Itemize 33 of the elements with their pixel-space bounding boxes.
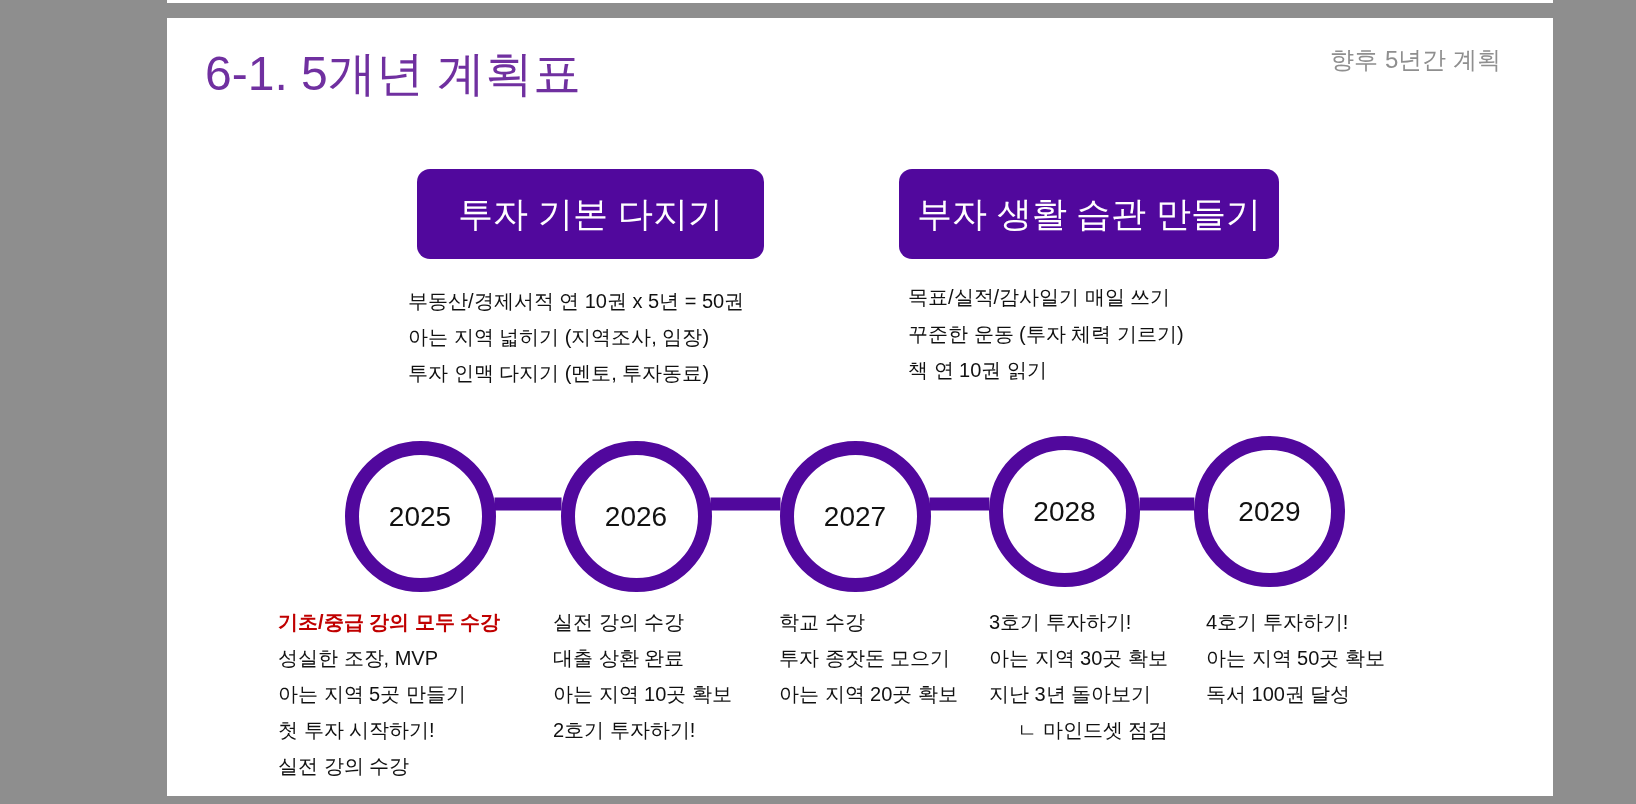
milestone-item: 아는 지역 5곳 만들기 — [278, 682, 466, 706]
connector-line — [929, 497, 990, 511]
milestone-item: 아는 지역 50곳 확보 — [1206, 646, 1385, 670]
goal-item: 부동산/경제서적 연 10권 x 5년 = 50권 — [408, 289, 745, 313]
goal-item: 목표/실적/감사일기 매일 쓰기 — [908, 285, 1171, 309]
milestone-item: 3호기 투자하기! — [989, 610, 1132, 634]
milestone-item: 대출 상환 완료 — [553, 646, 685, 670]
milestone-item: 4호기 투자하기! — [1206, 610, 1349, 634]
milestone-item: 투자 종잣돈 모으기 — [779, 646, 951, 670]
milestone-item: 실전 강의 수강 — [553, 610, 685, 634]
goal-item: 투자 인맥 다지기 (멘토, 투자동료) — [408, 361, 710, 385]
theme-banner: 투자 기본 다지기 — [417, 169, 764, 259]
goal-item: 책 연 10권 읽기 — [908, 358, 1047, 382]
milestone-item: 성실한 조장, MVP — [278, 646, 438, 670]
milestone-item: 독서 100권 달성 — [1206, 682, 1351, 706]
connector-line — [710, 497, 781, 511]
milestone-item: 기초/중급 강의 모두 수강 — [278, 610, 501, 634]
milestone-item: 학교 수강 — [779, 610, 865, 634]
goal-item: 꾸준한 운동 (투자 체력 기르기) — [908, 321, 1184, 346]
milestone-item: 지난 3년 돌아보기 — [989, 682, 1152, 706]
milestone-item: 첫 투자 시작하기! — [278, 718, 435, 742]
connector-line — [1139, 497, 1195, 511]
slide-title: 6-1. 5개년 계획표 — [205, 46, 582, 103]
milestone-item: 실전 강의 수강 — [278, 754, 410, 778]
milestone-item: 아는 지역 10곳 확보 — [553, 682, 732, 706]
milestone-item: 아는 지역 20곳 확보 — [779, 682, 958, 706]
connector-line — [494, 497, 562, 511]
milestone-item: 2호기 투자하기! — [553, 718, 696, 742]
milestone-item: ㄴ 마인드셋 점검 — [1017, 718, 1169, 742]
goal-item: 아는 지역 넓히기 (지역조사, 임장) — [408, 325, 710, 349]
milestone-item: 아는 지역 30곳 확보 — [989, 646, 1168, 670]
theme-banner: 부자 생활 습관 만들기 — [899, 169, 1279, 259]
slide-subtitle: 향후 5년간 계획 — [1330, 45, 1501, 75]
